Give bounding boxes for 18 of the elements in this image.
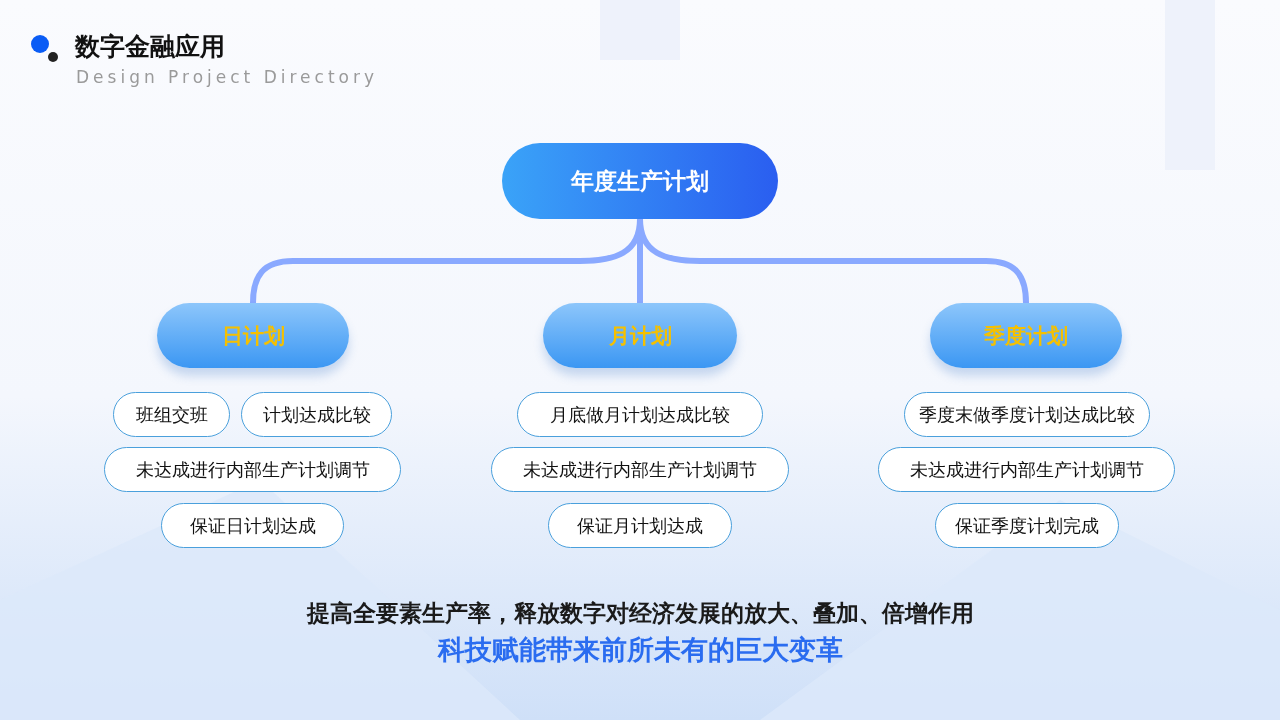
task-pill: 班组交班 [113,392,230,437]
title: 数字金融应用 [75,31,225,63]
task-pill: 保证日计划达成 [161,503,344,548]
task-pill: 月底做月计划达成比较 [517,392,763,437]
task-pill: 保证月计划达成 [548,503,732,548]
slogan-text: 提高全要素生产率，释放数字对经济发展的放大、叠加、倍增作用 [306,600,974,626]
plan-pill: 季度计划 [930,303,1122,368]
task-pill: 未达成进行内部生产计划调节 [104,447,401,492]
plan-pill: 月计划 [543,303,737,368]
root-pill: 年度生产计划 [502,143,778,219]
task-pill: 季度末做季度计划达成比较 [904,392,1150,437]
plan-pill: 日计划 [157,303,349,368]
highlight-text: 科技赋能带来前所未有的巨大变革 [437,634,843,665]
task-pill: 保证季度计划完成 [935,503,1119,548]
subtitle: Design Project Directory [76,67,379,87]
task-pill: 未达成进行内部生产计划调节 [491,447,789,492]
task-pill: 未达成进行内部生产计划调节 [878,447,1175,492]
task-pill: 计划达成比较 [241,392,392,437]
